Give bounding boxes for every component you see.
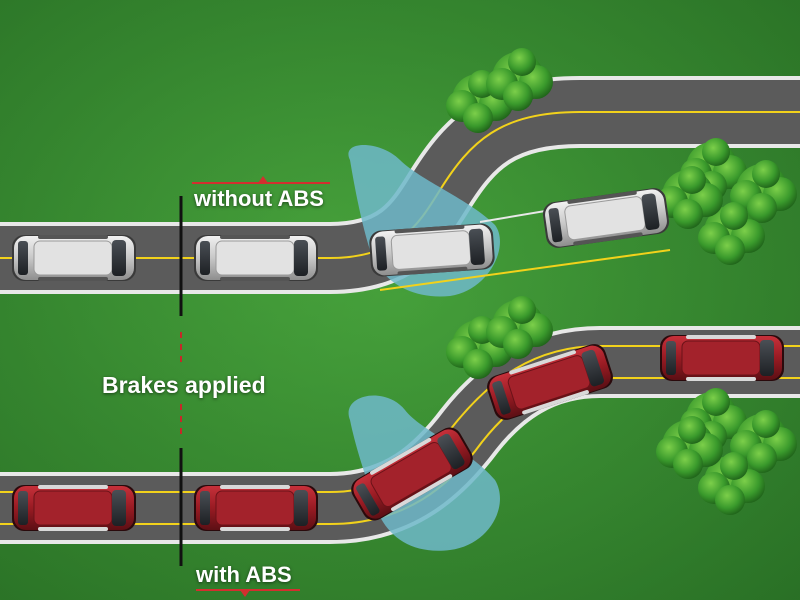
car-icon <box>11 234 137 282</box>
arrow-down-icon <box>240 590 250 597</box>
car-icon <box>193 484 319 532</box>
marker-with-abs <box>196 589 300 597</box>
car-icon <box>368 222 496 278</box>
car-icon <box>11 484 137 532</box>
label-brakes-applied: Brakes applied <box>102 372 266 398</box>
car-icon <box>659 334 785 382</box>
car-icon <box>193 234 319 282</box>
label-without-abs: without ABS <box>194 186 324 211</box>
marker-without-abs <box>192 176 330 184</box>
label-with-abs: with ABS <box>196 562 292 587</box>
arrow-up-icon <box>258 176 268 183</box>
